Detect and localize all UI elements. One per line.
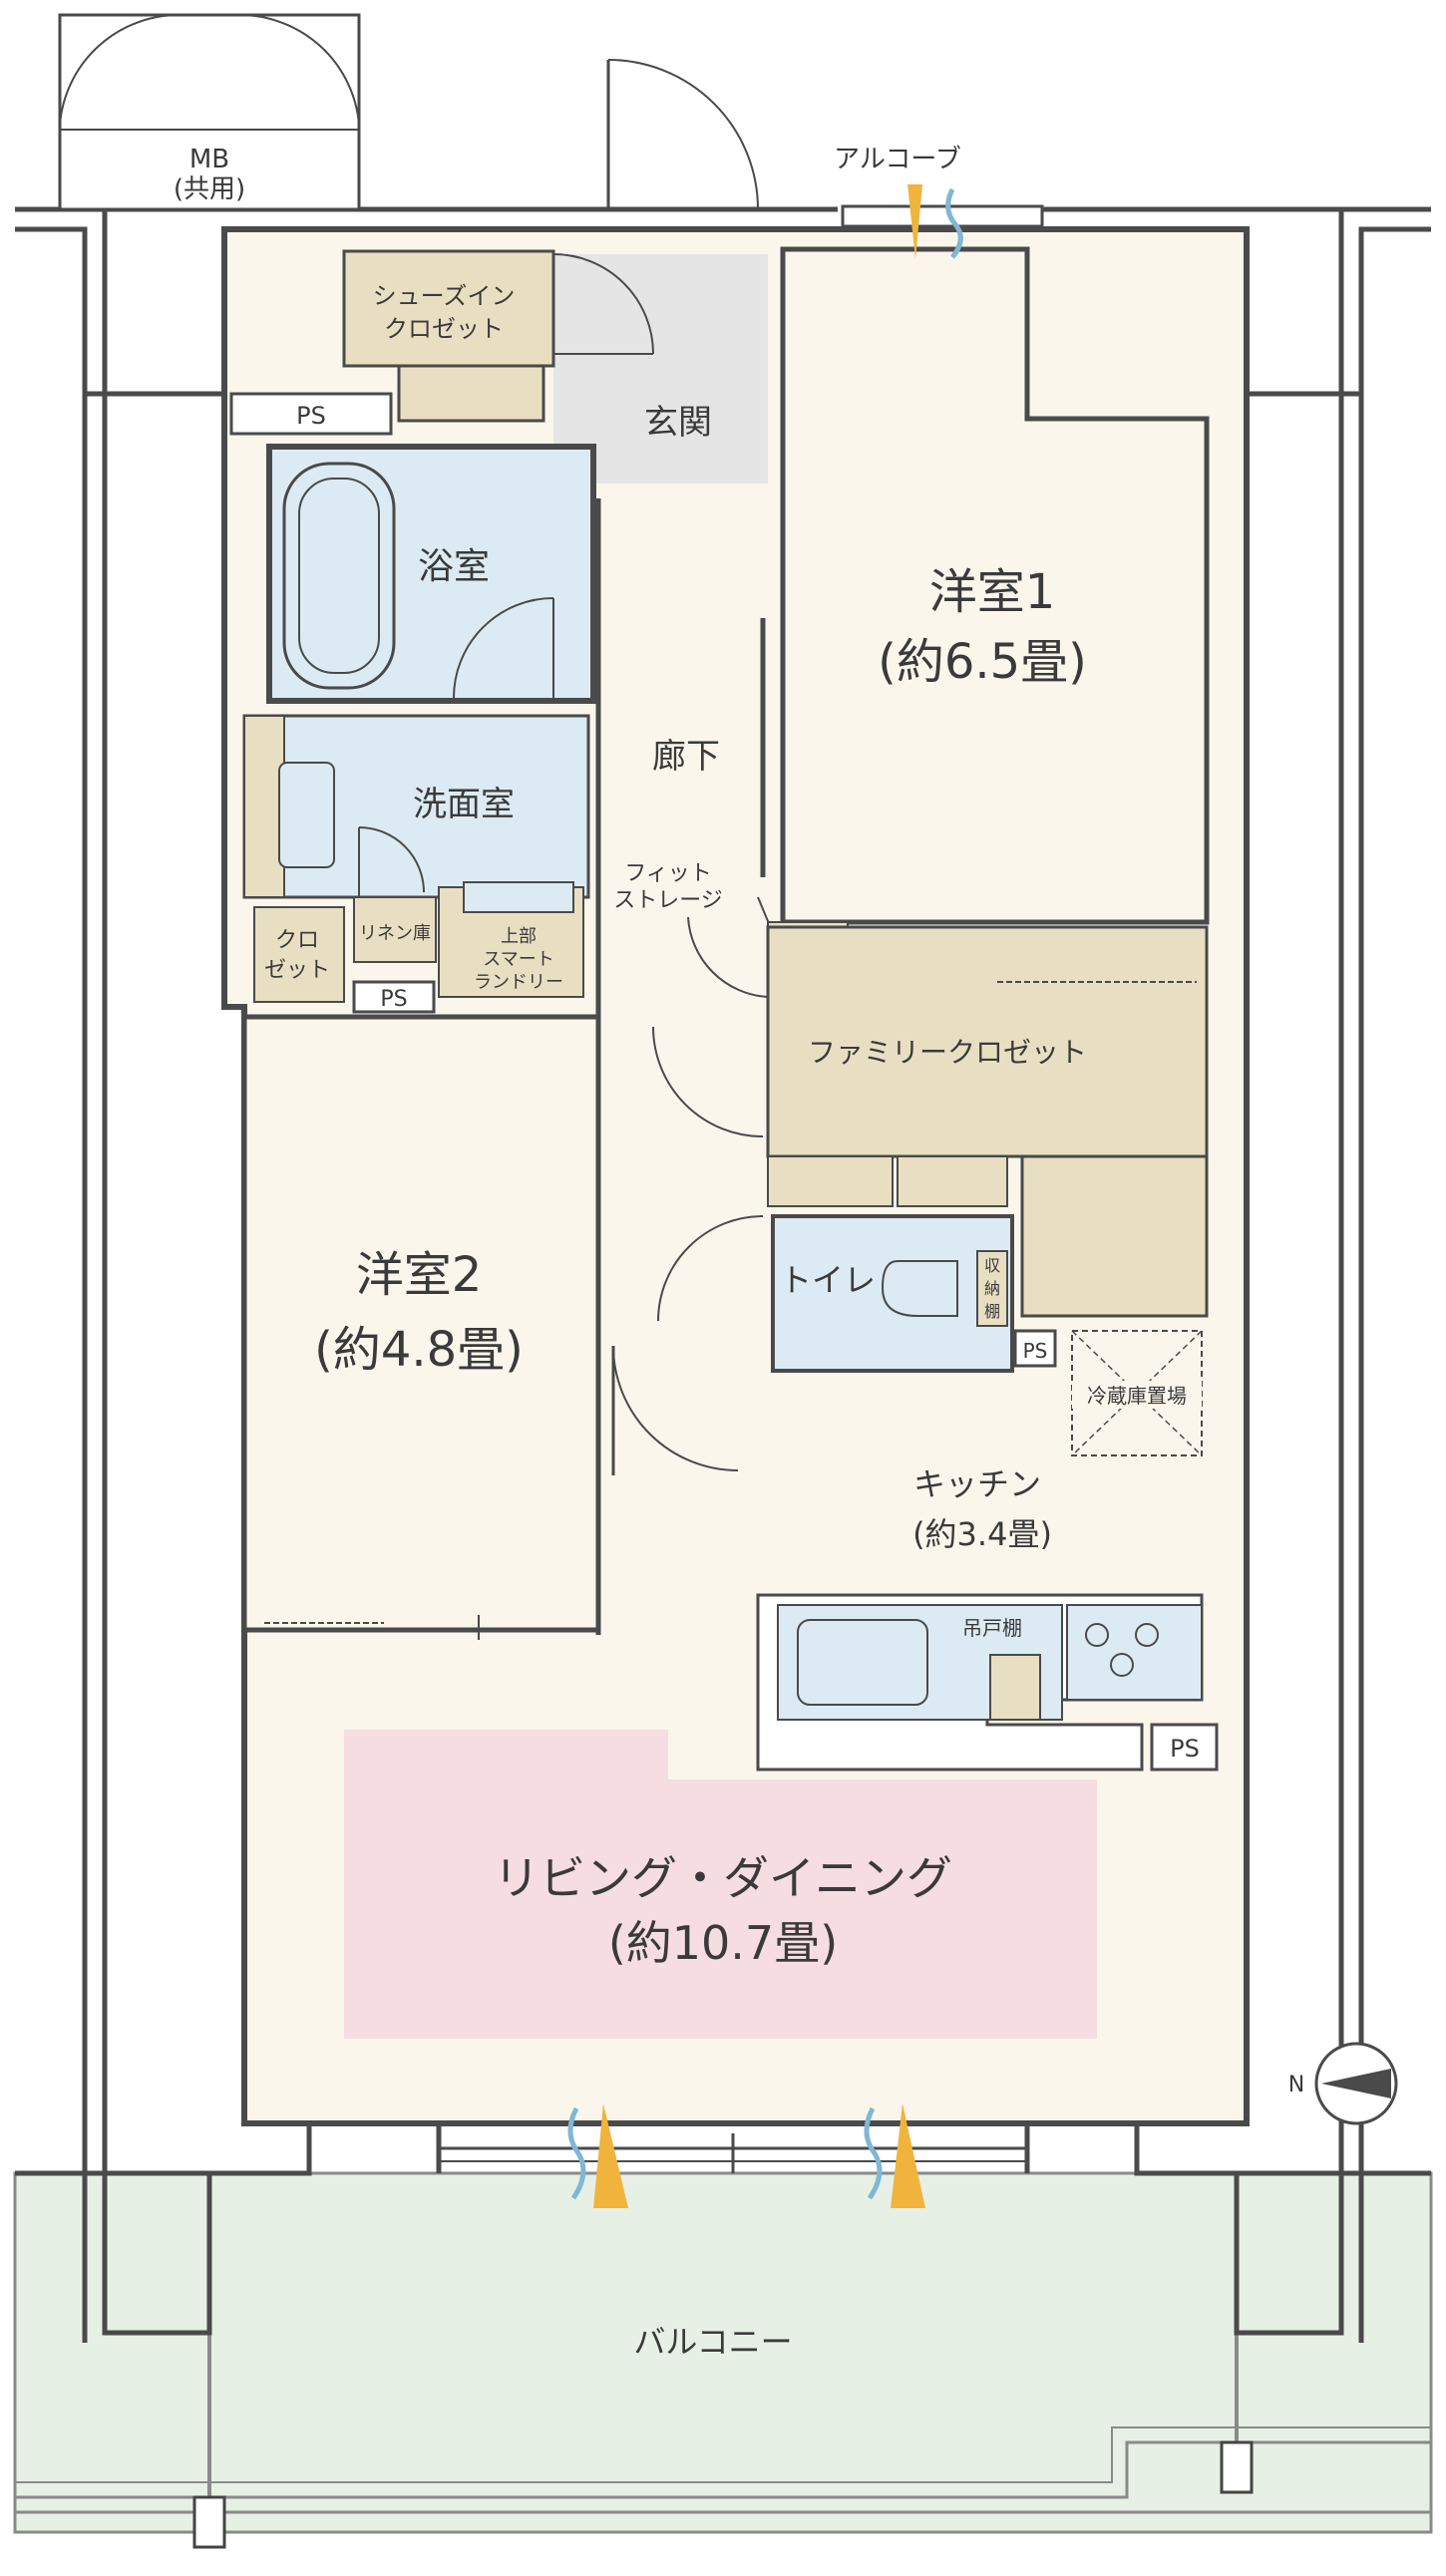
living-dining: リビング・ダイニング (約10.7畳) bbox=[344, 1730, 1097, 2039]
family-closet: ファミリークロゼット bbox=[766, 925, 1209, 1318]
meter-box: MB (共用) bbox=[58, 13, 361, 211]
alcove-label: アルコーブ bbox=[834, 145, 961, 174]
toilet-shelf-label: 収 bbox=[984, 1256, 1000, 1275]
ps-box-2: PS bbox=[352, 980, 436, 1014]
ps-box-3: PS bbox=[1013, 1329, 1057, 1368]
shoe-in-closet: シューズイン クロゼット bbox=[342, 249, 555, 423]
western-room-2: 洋室2 (約4.8畳) bbox=[241, 1014, 601, 1640]
western-room-1: 洋室1 (約6.5畳) bbox=[780, 204, 1210, 925]
toilet-room: トイレ 収 納 棚 bbox=[771, 1214, 1014, 1373]
kitchen-size: (約3.4畳) bbox=[912, 1515, 1052, 1553]
washroom: 洗面室 リネン庫 上部 スマート ランドリー bbox=[242, 714, 590, 998]
fridge-space: 冷蔵庫置場 bbox=[1071, 1330, 1203, 1456]
kitchen: キッチン (約3.4畳) 吊戸棚 bbox=[756, 1465, 1204, 1771]
washroom-label: 洗面室 bbox=[413, 785, 515, 824]
svg-text:PS: PS bbox=[1023, 1339, 1048, 1363]
compass-icon: N bbox=[1288, 2042, 1398, 2125]
laundry-line2: スマート bbox=[483, 949, 553, 970]
western2-name: 洋室2 bbox=[356, 1247, 483, 1303]
family-closet-label: ファミリークロゼット bbox=[808, 1036, 1087, 1069]
western2-size: (約4.8畳) bbox=[314, 1322, 524, 1378]
closet-line1: クロ bbox=[275, 928, 319, 953]
living-size: (約10.7畳) bbox=[608, 1916, 838, 1970]
ps-box-1: PS bbox=[229, 392, 393, 436]
entrance: 玄関 bbox=[552, 59, 768, 483]
svg-text:PS: PS bbox=[380, 987, 407, 1012]
svg-text:納: 納 bbox=[984, 1279, 1000, 1298]
kitchen-name: キッチン bbox=[913, 1465, 1041, 1503]
bath-label: 浴室 bbox=[418, 546, 490, 587]
toilet-label: トイレ bbox=[780, 1261, 876, 1299]
western1-name: 洋室1 bbox=[929, 564, 1056, 620]
laundry-line3: ランドリー bbox=[474, 972, 563, 993]
hanging-cabinet-label: 吊戸棚 bbox=[962, 1616, 1022, 1640]
fit-storage-line1: フィット bbox=[624, 861, 712, 886]
mb-label-bottom: (共用) bbox=[174, 174, 245, 204]
alcove: アルコーブ bbox=[834, 145, 963, 259]
linen-label: リネン庫 bbox=[359, 923, 431, 944]
hallway-label: 廊下 bbox=[652, 737, 720, 777]
compass-n-label: N bbox=[1288, 2073, 1304, 2097]
mb-label-top: MB bbox=[189, 145, 229, 174]
small-closet: クロ ゼット bbox=[253, 906, 345, 1098]
western1-size: (約6.5畳) bbox=[878, 634, 1087, 690]
south-window bbox=[439, 2103, 1027, 2208]
closet-line2: ゼット bbox=[264, 958, 330, 983]
svg-text:PS: PS bbox=[296, 402, 326, 430]
entrance-label: 玄関 bbox=[644, 403, 712, 443]
ps-box-4: PS bbox=[1150, 1723, 1219, 1771]
fit-storage-line2: ストレージ bbox=[613, 888, 723, 913]
svg-text:棚: 棚 bbox=[984, 1302, 1000, 1321]
fridge-label: 冷蔵庫置場 bbox=[1087, 1384, 1187, 1408]
balcony-label: バルコニー bbox=[633, 2323, 792, 2361]
balcony-area bbox=[13, 2171, 1433, 2549]
svg-text:PS: PS bbox=[1170, 1735, 1200, 1763]
laundry-line1: 上部 bbox=[501, 926, 537, 947]
living-name: リビング・ダイニング bbox=[494, 1851, 952, 1905]
shoe-closet-line2: クロゼット bbox=[384, 315, 504, 343]
shoe-closet-line1: シューズイン bbox=[373, 282, 516, 310]
exterior-walls bbox=[15, 206, 1431, 2343]
bathroom: 浴室 bbox=[266, 444, 596, 704]
